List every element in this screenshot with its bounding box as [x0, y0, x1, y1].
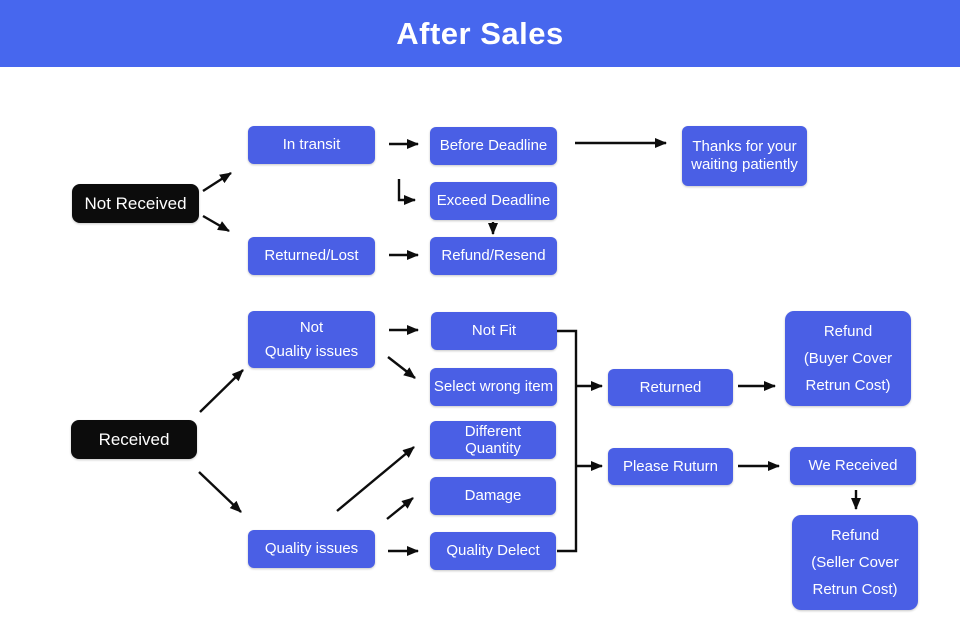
node-damage: Damage: [430, 477, 556, 515]
node-thanks-line1: Thanks for your: [692, 138, 797, 155]
node-we-received: We Received: [790, 447, 916, 485]
node-please-ruturn: Please Ruturn: [608, 448, 733, 485]
node-thanks-line2: waiting patiently: [691, 156, 798, 173]
bracket-issue-group: [557, 329, 578, 553]
node-refund-buyer-line1: Refund: [823, 323, 873, 340]
node-not-fit: Not Fit: [431, 312, 557, 350]
node-different-quantity-line1: Different: [464, 423, 522, 440]
page-title: After Sales: [396, 15, 564, 51]
node-refund-seller-line3: Retrun Cost): [812, 581, 898, 598]
node-refund-seller-line2: (Seller Cover: [811, 554, 899, 571]
node-not-quality-issues-line1: Not: [299, 318, 324, 336]
arrow-received-to-quality-issues: [198, 471, 242, 513]
node-quality-delect: Quality Delect: [430, 532, 556, 570]
node-thanks: Thanks for your waiting patiently: [682, 126, 807, 186]
node-refund-resend: Refund/Resend: [430, 237, 557, 275]
node-not-quality-issues-line2: Quality issues: [264, 342, 359, 360]
node-exceed-deadline: Exceed Deadline: [430, 182, 557, 220]
node-returned: Returned: [608, 369, 733, 406]
arrow-in-transit-to-exceed-deadline: [397, 179, 416, 205]
node-not-received: Not Received: [72, 184, 199, 223]
node-refund-seller: Refund (Seller Cover Retrun Cost): [792, 515, 918, 610]
node-refund-buyer: Refund (Buyer Cover Retrun Cost): [785, 311, 911, 406]
node-refund-buyer-line3: Retrun Cost): [805, 377, 891, 394]
arrow-quality-issues-to-different-quantity: [336, 446, 415, 512]
node-before-deadline: Before Deadline: [430, 127, 557, 165]
node-different-quantity-line2: Quantity: [465, 440, 521, 457]
arrow-not-quality-to-select-wrong-item: [387, 356, 416, 379]
node-in-transit: In transit: [248, 126, 375, 164]
node-received: Received: [71, 420, 197, 459]
node-returned-lost: Returned/Lost: [248, 237, 375, 275]
arrow-received-to-not-quality-issues: [199, 369, 244, 413]
node-not-quality-issues: Not Quality issues: [248, 311, 375, 368]
node-refund-seller-line1: Refund: [830, 527, 880, 544]
arrow-quality-issues-to-damage: [386, 497, 414, 520]
node-select-wrong-item: Select wrong item: [430, 368, 557, 406]
node-different-quantity: Different Quantity: [430, 421, 556, 459]
arrow-not-received-to-in-transit: [202, 171, 232, 193]
node-refund-buyer-line2: (Buyer Cover: [803, 350, 893, 367]
header-bar: After Sales: [0, 0, 960, 67]
node-quality-issues: Quality issues: [248, 530, 375, 568]
arrow-not-received-to-returned-lost: [202, 214, 230, 233]
